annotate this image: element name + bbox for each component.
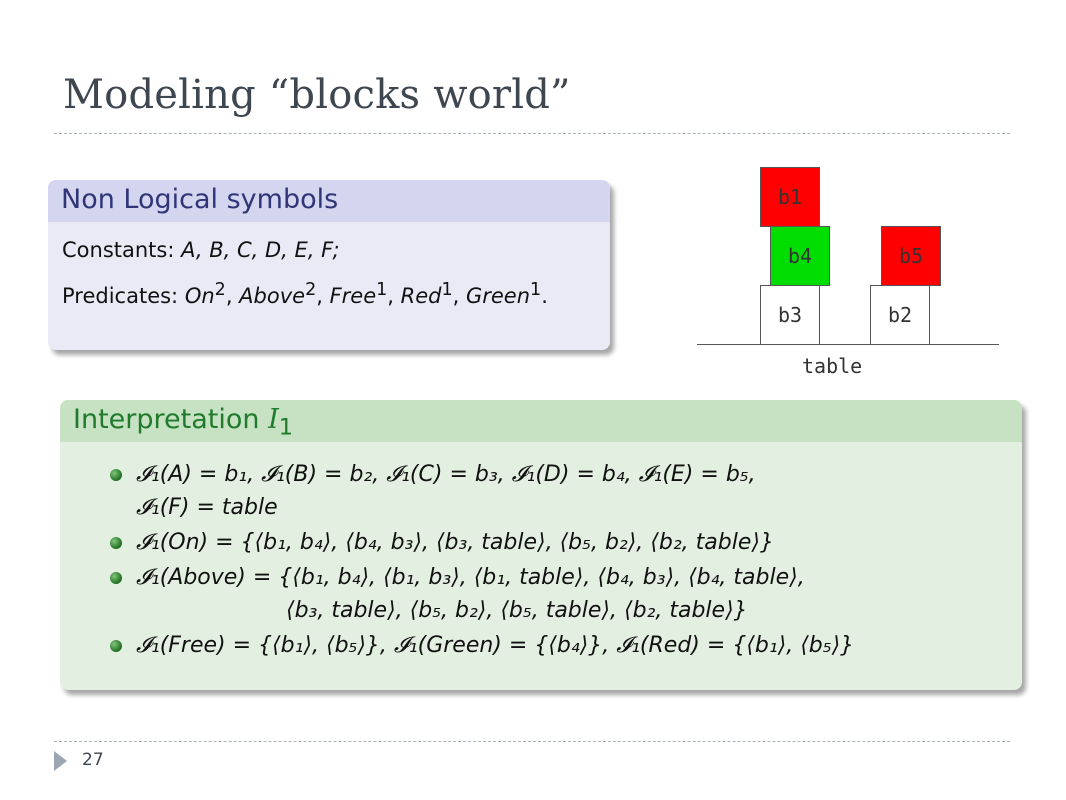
interpretation-line: 𝓘₁(A) = b₁, 𝓘₁(B) = b₂, 𝓘₁(C) = b₃, 𝓘₁(D… [136,462,756,487]
interpretation-item-above: 𝓘₁(Above) = {⟨b₁, b₄⟩, ⟨b₁, b₃⟩, ⟨b₁, ta… [110,561,1022,627]
predicate-free: Free1, [329,280,401,308]
constants-line: Constants: A, B, C, D, E, F; [62,230,596,270]
block-b3: b3 [760,285,820,345]
interpretation-subscript: 1 [278,414,294,441]
interpretation-box: Interpretation I1 𝓘₁(A) = b₁, 𝓘₁(B) = b₂… [60,400,1022,690]
interpretation-line: 𝓘₁(F) = table [136,495,278,520]
block-b1: b1 [760,167,820,227]
interpretation-symbol: I [268,404,279,435]
predicates-line: Predicates: On2, Above2, Free1, Red1, Gr… [62,270,596,316]
predicates-label: Predicates: [62,284,179,308]
footer-divider [54,741,1010,742]
interpretation-line: 𝓘₁(Free) = {⟨b₁⟩, ⟨b₅⟩}, 𝓘₁(Green) = {⟨b… [136,633,855,658]
predicate-above: Above2, [239,280,330,308]
block-b2: b2 [870,285,930,345]
interpretation-list: 𝓘₁(A) = b₁, 𝓘₁(B) = b₂, 𝓘₁(C) = b₃, 𝓘₁(D… [60,442,1022,662]
non-logical-symbols-box: Non Logical symbols Constants: A, B, C, … [48,180,610,350]
non-logical-symbols-header: Non Logical symbols [48,180,610,222]
interpretation-line: ⟨b₃, table⟩, ⟨b₅, b₂⟩, ⟨b₅, table⟩, ⟨b₂,… [286,598,748,623]
predicates-list: On2, Above2, Free1, Red1, Green1. [184,280,548,308]
constants-list: A, B, C, D, E, F; [181,238,340,262]
interpretation-item-on: 𝓘₁(On) = {⟨b₁, b₄⟩, ⟨b₄, b₃⟩, ⟨b₃, table… [110,526,1022,559]
triangle-bullet-icon [54,751,67,771]
interpretation-header: Interpretation I1 [60,400,1022,442]
constants-label: Constants: [62,238,175,262]
predicate-on: On2, [184,280,240,308]
interpretation-line: 𝓘₁(Above) = {⟨b₁, b₄⟩, ⟨b₁, b₃⟩, ⟨b₁, ta… [136,565,805,590]
interpretation-header-text: Interpretation [73,404,269,435]
slide-title: Modeling “blocks world” [63,72,571,118]
page-number: 27 [82,750,104,770]
block-b5: b5 [881,226,941,286]
interpretation-item-constants: 𝓘₁(A) = b₁, 𝓘₁(B) = b₂, 𝓘₁(C) = b₃, 𝓘₁(D… [110,458,1022,524]
interpretation-item-free-green-red: 𝓘₁(Free) = {⟨b₁⟩, ⟨b₅⟩}, 𝓘₁(Green) = {⟨b… [110,629,1022,662]
table-label: table [802,354,863,378]
title-divider [54,133,1010,134]
table-surface [697,344,999,345]
predicate-red: Red1, [400,280,466,308]
interpretation-line: 𝓘₁(On) = {⟨b₁, b₄⟩, ⟨b₄, b₃⟩, ⟨b₃, table… [136,530,774,555]
non-logical-symbols-body: Constants: A, B, C, D, E, F; Predicates:… [48,222,610,324]
predicate-green: Green1. [465,280,548,308]
block-b4: b4 [770,226,830,286]
